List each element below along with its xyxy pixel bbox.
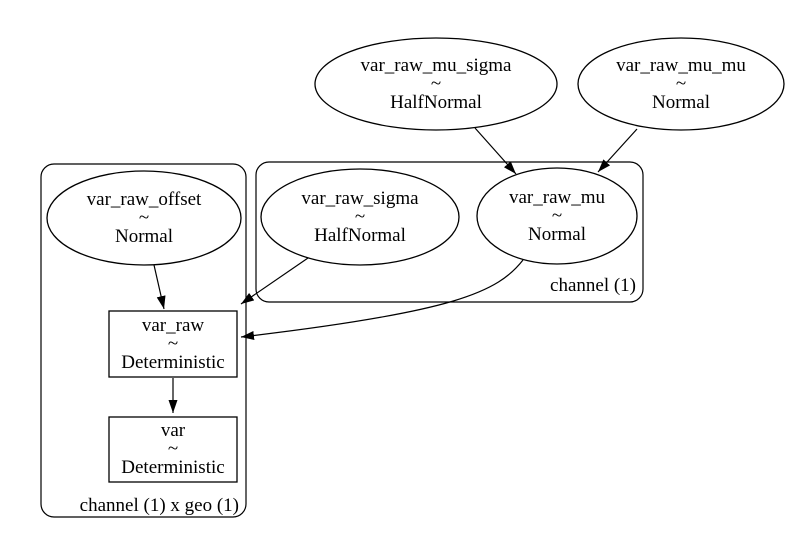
edge-var_raw_mu_sigma-to-var_raw_mu	[474, 127, 517, 175]
node-var-distribution: Deterministic	[121, 457, 224, 478]
plate-channel-x-geo-label: channel (1) x geo (1)	[80, 495, 239, 516]
node-var_raw_mu: var_raw_mu ~ Normal	[476, 167, 638, 265]
node-var-name: var	[161, 420, 186, 441]
edge-var_raw_offset-to-var_raw	[153, 264, 166, 310]
node-var_raw_offset-relation: ~	[139, 207, 149, 228]
node-var_raw_mu_mu-shape	[577, 37, 785, 131]
node-var_raw_mu_sigma: var_raw_mu_sigma ~ HalfNormal	[314, 37, 558, 131]
plate-channel-x-geo: channel (1) x geo (1)	[40, 163, 247, 518]
node-var_raw-shape	[108, 310, 238, 378]
node-var_raw-relation: ~	[168, 333, 178, 354]
node-var_raw_offset: var_raw_offset ~ Normal	[46, 170, 242, 266]
node-var-shape	[108, 416, 238, 483]
node-var_raw_mu_mu: var_raw_mu_mu ~ Normal	[577, 37, 785, 131]
node-var-relation: ~	[168, 438, 178, 459]
node-var_raw_mu-distribution: Normal	[528, 224, 586, 245]
edge-var_raw_mu-to-var_raw	[240, 259, 524, 340]
node-var_raw_sigma-relation: ~	[355, 206, 365, 227]
node-var_raw_sigma-shape	[260, 168, 460, 266]
node-var_raw_sigma: var_raw_sigma ~ HalfNormal	[260, 168, 460, 266]
node-var_raw-distribution: Deterministic	[121, 352, 224, 373]
node-var_raw_mu_mu-relation: ~	[676, 73, 686, 94]
node-var: var ~ Deterministic	[108, 416, 238, 483]
node-var_raw_mu_mu-name: var_raw_mu_mu	[616, 55, 746, 76]
node-var_raw-name: var_raw	[142, 315, 205, 336]
node-var_raw_mu_sigma-shape	[314, 37, 558, 131]
node-var_raw_sigma-name: var_raw_sigma	[301, 188, 419, 209]
node-var_raw_mu_sigma-relation: ~	[431, 73, 441, 94]
node-var_raw_mu_sigma-name: var_raw_mu_sigma	[361, 55, 512, 76]
edge-var_raw_sigma-to-var_raw	[240, 257, 309, 305]
plate-channel-x-geo-border	[40, 163, 247, 518]
node-var_raw_offset-shape	[46, 170, 242, 266]
edge-var_raw_mu_mu-to-var_raw_mu	[597, 128, 638, 173]
node-var_raw_sigma-distribution: HalfNormal	[314, 225, 406, 246]
node-var_raw_offset-distribution: Normal	[115, 226, 173, 247]
node-var_raw_offset-name: var_raw_offset	[87, 189, 202, 210]
node-var_raw_mu-shape	[476, 167, 638, 265]
node-var_raw_mu_sigma-distribution: HalfNormal	[390, 92, 482, 113]
node-var_raw_mu_mu-distribution: Normal	[652, 92, 710, 113]
edges	[153, 127, 638, 413]
node-var_raw_mu-name: var_raw_mu	[509, 187, 606, 208]
node-var_raw_mu-relation: ~	[552, 205, 562, 226]
node-var_raw: var_raw ~ Deterministic	[108, 310, 238, 378]
plate-channel-label: channel (1)	[550, 275, 636, 296]
